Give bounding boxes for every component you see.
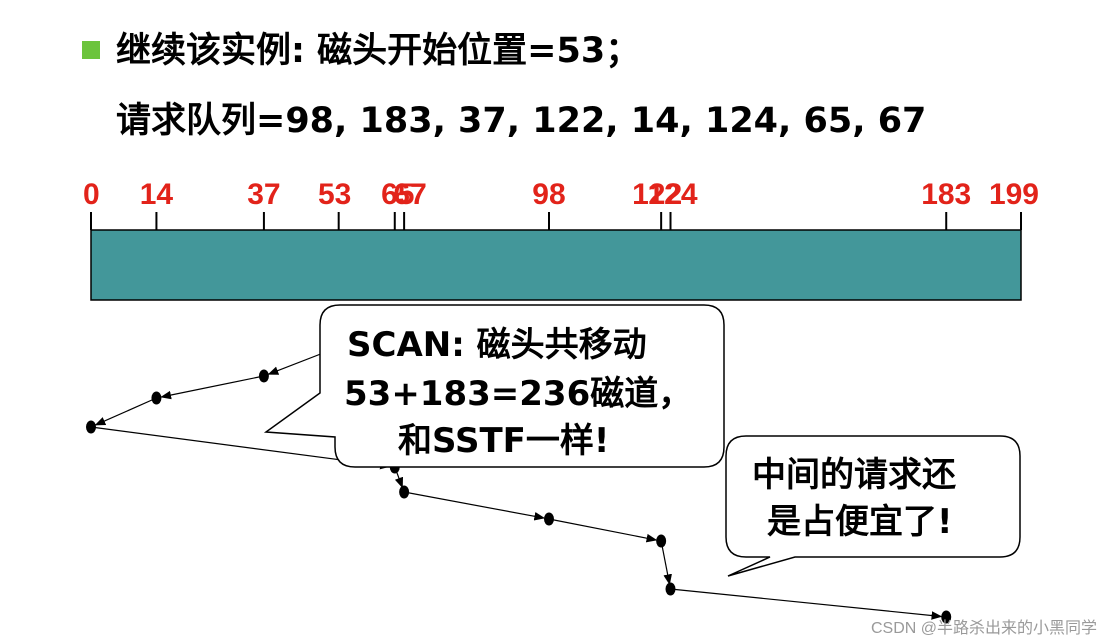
callout-scan-line3: 和SSTF一样! [398, 421, 609, 461]
bullet-square-icon [82, 41, 100, 59]
track-label-65: 65 [381, 178, 414, 211]
scan-stop-183 [941, 610, 952, 624]
scan-move-37-to-14 [160, 375, 265, 400]
track-label-37: 37 [247, 178, 280, 211]
track-label-124: 124 [647, 178, 697, 211]
callout-scan-bubble [263, 304, 725, 468]
scan-move-98-to-122 [548, 518, 658, 543]
track-label-199: 199 [989, 178, 1039, 211]
track-label-98: 98 [532, 178, 565, 211]
heading-line1: 继续该实例: 磁头开始位置=53； [116, 31, 641, 71]
scan-stop-0 [86, 420, 96, 434]
track-label-14: 14 [140, 178, 174, 211]
callout-scan-line2: 53+183=236磁道， [344, 374, 692, 414]
scan-stop-98 [543, 512, 554, 526]
watermark: CSDN @半路杀出来的小黑同学 [870, 620, 1097, 637]
scan-stop-67 [399, 485, 410, 499]
scan-stop-37 [258, 369, 269, 383]
scan-move-122-to-124 [660, 540, 672, 586]
disk-track-bar [90, 229, 1022, 301]
scan-stop-122 [656, 534, 667, 548]
scan-stop-124 [665, 582, 676, 596]
track-label-183: 183 [921, 178, 971, 211]
scan-move-124-to-183 [670, 588, 943, 620]
scan-stop-14 [151, 391, 162, 405]
scan-move-14-to-0 [94, 397, 157, 426]
track-label-122: 122 [632, 178, 682, 211]
callout-cheap-line1: 中间的请求还 [752, 455, 957, 495]
track-label-53: 53 [318, 178, 351, 211]
heading-line2: 请求队列=98, 183, 37, 122, 14, 124, 65, 67 [116, 101, 927, 141]
callout-scan-line1: SCAN: 磁头共移动 [347, 325, 647, 365]
scan-move-67-to-98 [404, 491, 546, 521]
track-label-67: 67 [393, 178, 426, 211]
track-label-0: 0 [83, 178, 100, 211]
callout-cheap-bubble [725, 435, 1021, 577]
callout-cheap-line2: 是占便宜了! [767, 502, 953, 542]
